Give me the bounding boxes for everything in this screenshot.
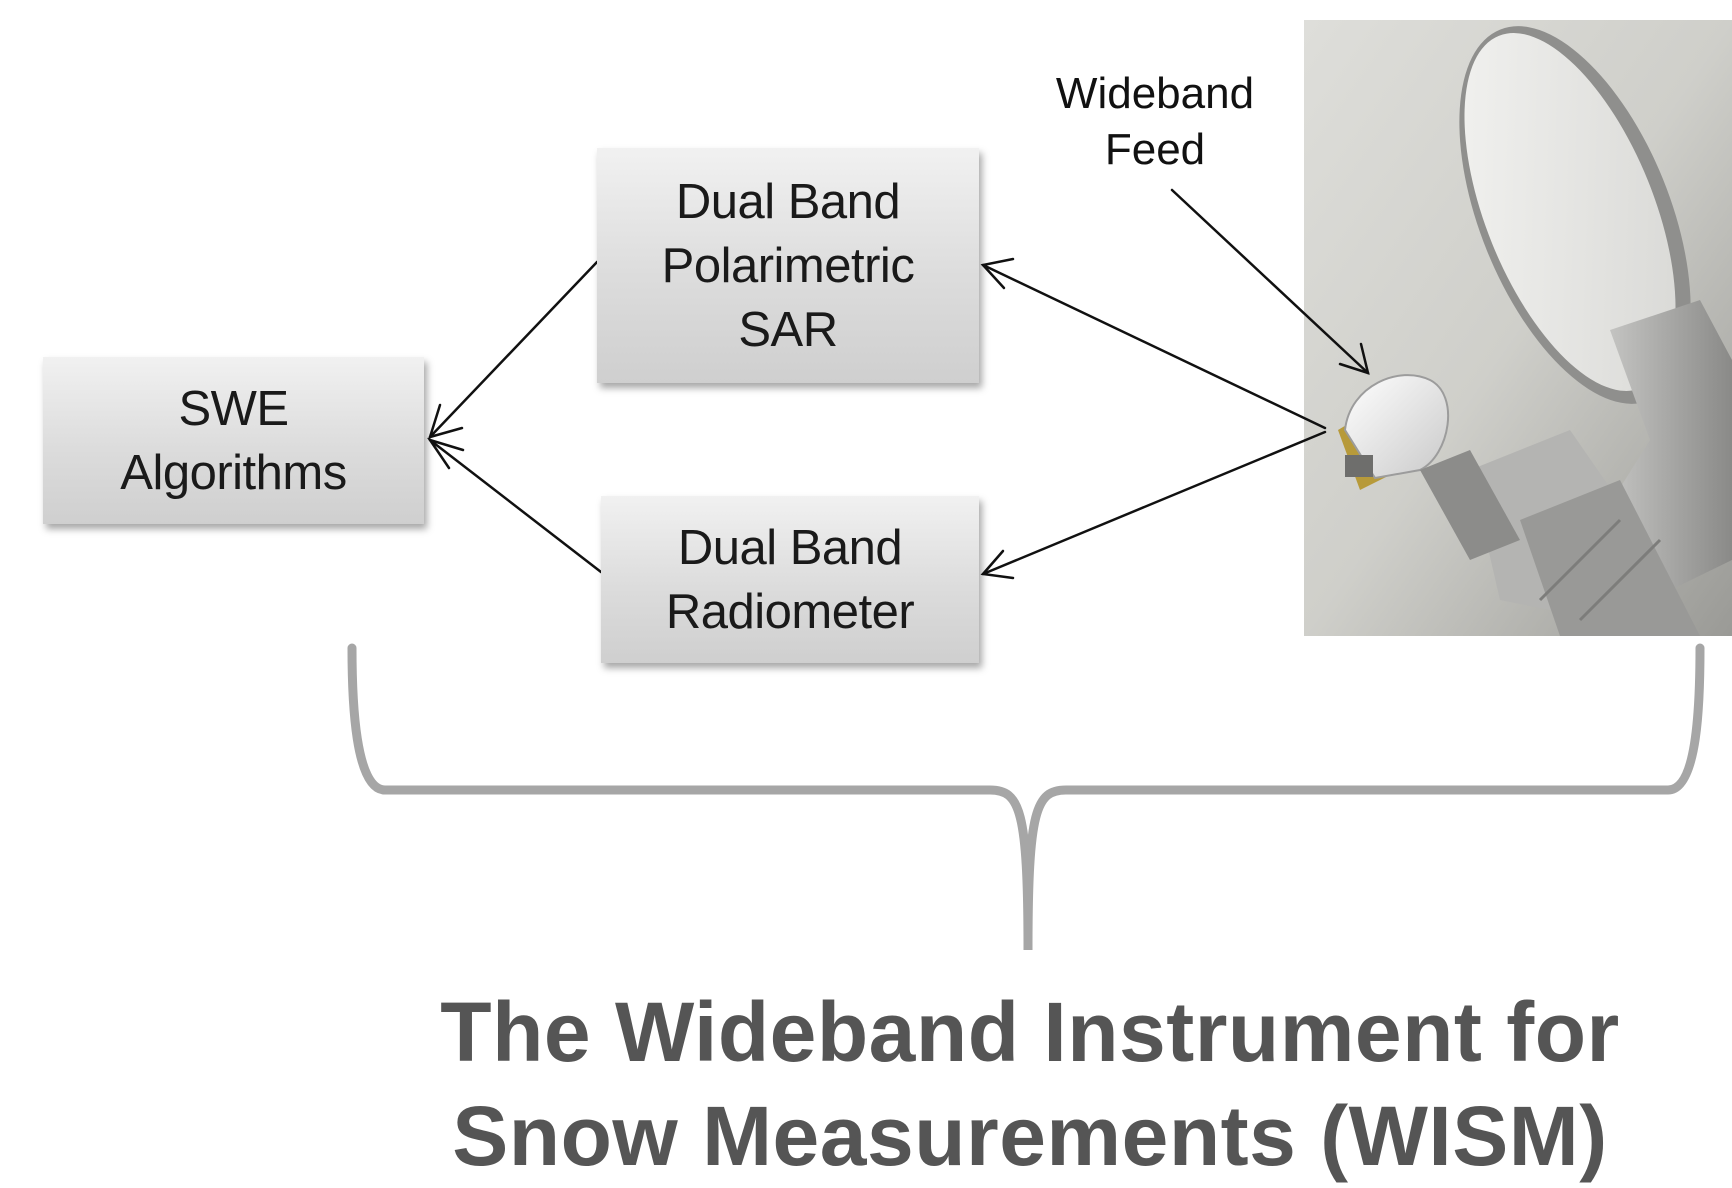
polarimetric-sar-box: Dual Band Polarimetric SAR	[597, 148, 979, 383]
arrowhead-label-to-feed	[1338, 342, 1370, 375]
arrowhead-radiometer-to-swe	[426, 437, 465, 470]
wideband-feed-label: Wideband Feed	[1055, 69, 1255, 174]
arrowhead-feed-to-radiometer	[980, 549, 1015, 580]
arrowhead-sar-to-swe	[428, 403, 464, 439]
arrow-sar-to-swe	[428, 260, 599, 439]
radiometer-label: Dual Band Radiometer	[665, 520, 915, 639]
arrow-radiometer-to-swe	[428, 438, 603, 574]
grouping-brace	[347, 643, 1705, 951]
diagram-caption: The Wideband Instrument for Snow Measure…	[440, 985, 1620, 1183]
swe-algorithms-label: SWE Algorithms	[120, 381, 347, 500]
radiometer-box: Dual Band Radiometer	[601, 496, 979, 663]
arrow-feed-to-radiometer	[981, 430, 1327, 576]
swe-algorithms-box: SWE Algorithms	[43, 357, 424, 524]
polarimetric-sar-label: Dual Band Polarimetric SAR	[661, 174, 915, 357]
arrow-label-to-feed	[1170, 188, 1370, 375]
arrow-feed-to-sar	[981, 263, 1327, 430]
arrowhead-feed-to-sar	[980, 257, 1015, 290]
